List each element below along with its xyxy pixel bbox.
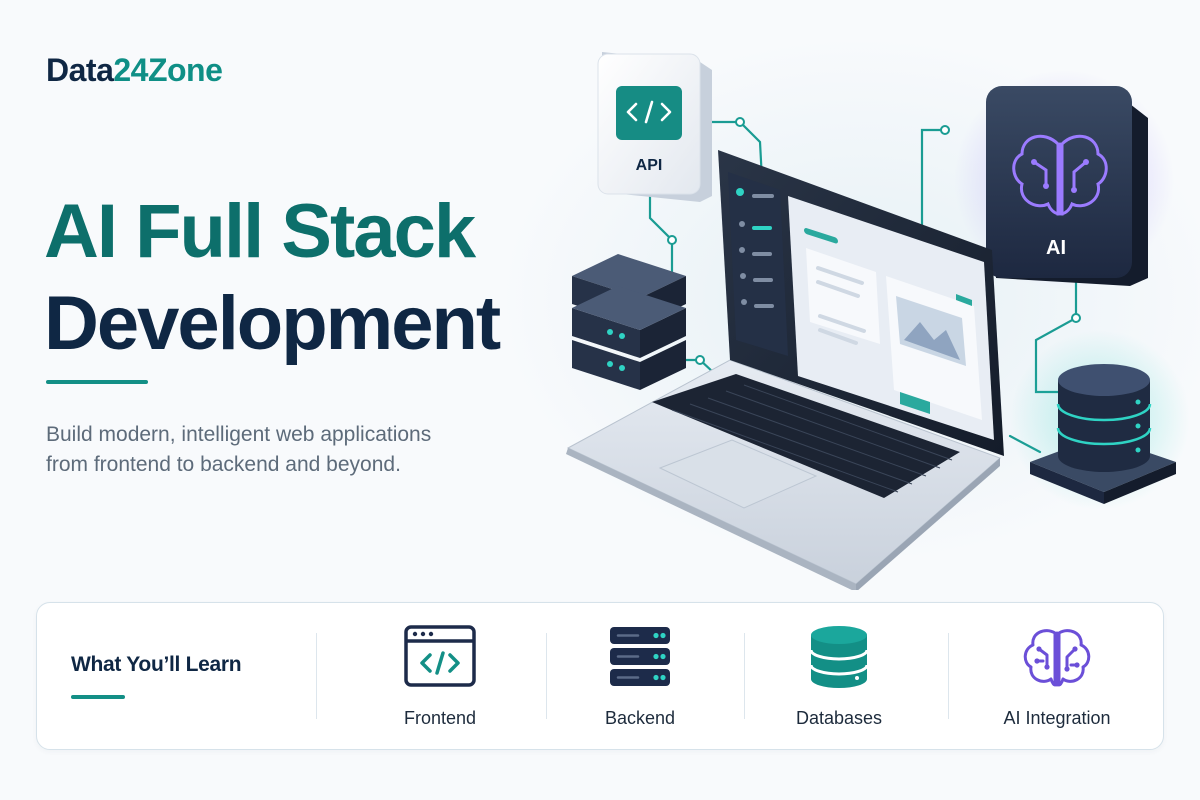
brain-circuit-icon [1023,629,1091,687]
title-accent-rule [46,380,148,384]
hero-title-line1: AI Full Stack [44,189,476,274]
brand-logo[interactable]: Data24Zone [46,52,223,89]
browser-code-icon [404,625,476,687]
database-icon [809,626,869,688]
brand-name-part1: Data [46,52,114,88]
hero-subtitle: Build modern, intelligent web applicatio… [46,420,526,480]
topic-label: Backend [604,708,676,728]
server-stack-icon [610,627,670,686]
divider [316,633,317,719]
topic-backend[interactable]: Backend [550,625,730,735]
divider [546,633,547,719]
topic-label: AI Integration [1003,708,1111,728]
laptop [566,150,1004,590]
code-brackets-icon [626,100,672,124]
brain-circuit-icon [1012,134,1108,216]
topic-frontend[interactable]: Frontend [350,625,530,735]
topic-label: Frontend [403,708,477,728]
connector-nodes [667,117,1081,365]
hero-title: AI Full Stack Development [44,186,604,370]
learn-card: What You’ll Learn Frontend [36,602,1164,750]
ai-box-label: AI [1046,237,1066,259]
api-box: API [597,52,712,202]
topic-databases[interactable]: Databases [749,625,929,735]
topic-ai-integration[interactable]: AI Integration [967,625,1147,735]
ai-box: AI [954,70,1174,290]
stack-illustration: API AI [566,52,1190,590]
learn-accent-rule [71,695,125,699]
api-box-label: API [636,157,663,174]
hero-subtitle-line2: from frontend to backend and beyond. [46,453,401,476]
topic-label: Databases [795,708,883,728]
brand-name-part2: 24Zone [113,52,223,88]
server-stack [572,254,686,390]
database-cylinder [1010,330,1190,510]
divider [744,633,745,719]
hero-title-line2: Development [44,281,501,366]
learn-heading: What You’ll Learn [71,653,242,676]
divider [948,633,949,719]
hero-subtitle-line1: Build modern, intelligent web applicatio… [46,423,432,446]
